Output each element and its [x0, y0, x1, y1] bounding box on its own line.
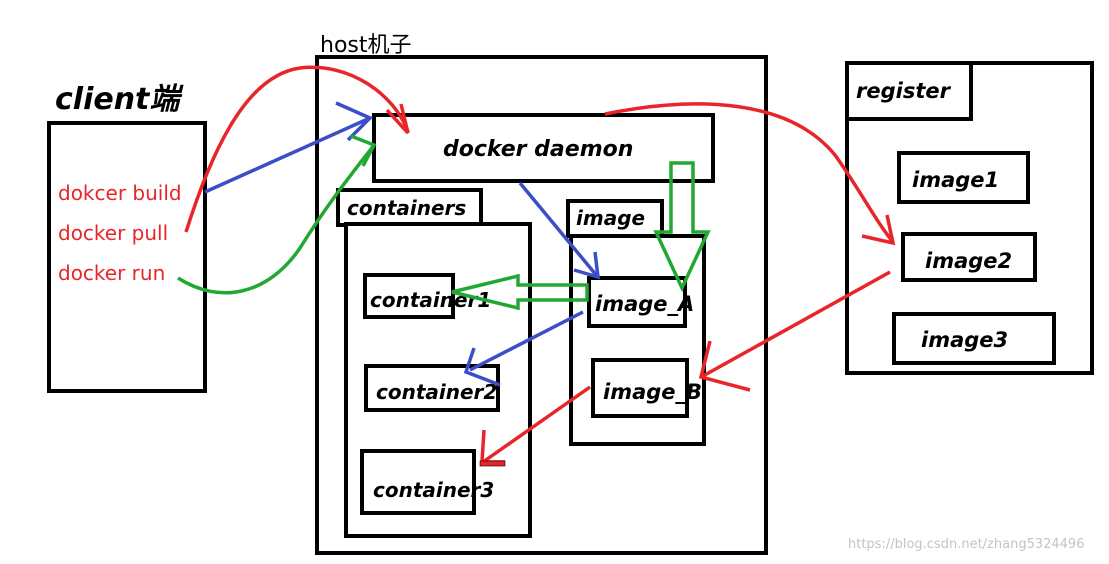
image2-box: [901, 232, 1037, 282]
watermark: https://blog.csdn.net/zhang5324496: [848, 537, 1085, 552]
host-title: host机子: [320, 33, 412, 58]
client-box: [47, 121, 207, 393]
docker-daemon-label: docker daemon: [443, 137, 634, 162]
image2-label: image2: [925, 249, 1013, 273]
image-a-label: image_A: [595, 292, 695, 316]
image-b-label: image_B: [603, 380, 703, 404]
image-a-box: [587, 276, 687, 328]
command-run: docker run: [58, 261, 166, 285]
container3-box: [360, 449, 476, 515]
container1-label: container1: [370, 288, 492, 312]
register-label: register: [856, 79, 950, 103]
client-title: client端: [55, 82, 180, 117]
command-build: dokcer build: [58, 181, 182, 205]
register-label-box: [845, 61, 973, 121]
image-label: image: [576, 206, 646, 230]
image3-box: [892, 312, 1056, 365]
image-b-box: [591, 358, 689, 418]
container2-label: container2: [376, 380, 498, 404]
container3-label: container3: [373, 478, 495, 502]
image1-box: [897, 151, 1030, 204]
command-pull: docker pull: [58, 221, 169, 245]
container1-box: [363, 273, 455, 319]
image1-label: image1: [912, 168, 1000, 192]
containers-label: containers: [347, 196, 467, 220]
image3-label: image3: [921, 328, 1009, 352]
